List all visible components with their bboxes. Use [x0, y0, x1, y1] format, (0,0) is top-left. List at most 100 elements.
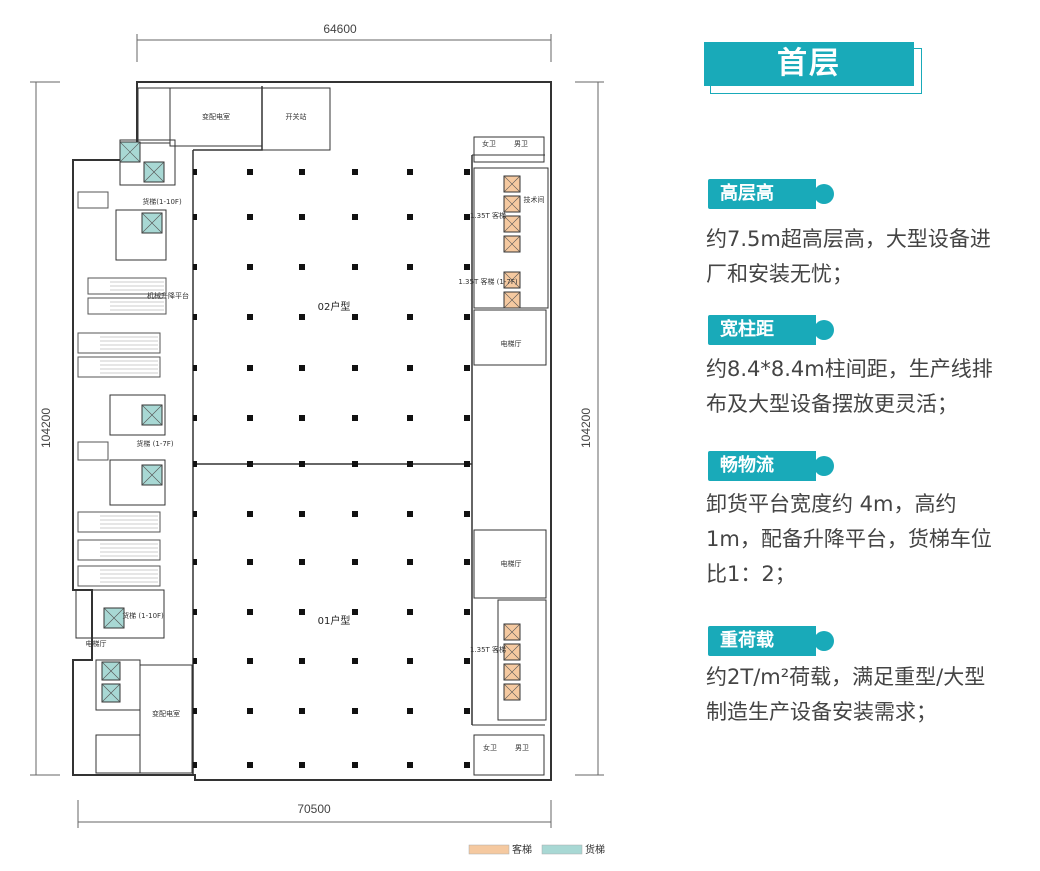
- structural-column: [464, 365, 470, 371]
- structural-column: [193, 708, 197, 714]
- structural-column: [247, 415, 253, 421]
- structural-column: [299, 708, 305, 714]
- structural-column: [464, 461, 470, 467]
- structural-column: [464, 658, 470, 664]
- label-male-wc-top: 男卫: [514, 140, 528, 148]
- tag-tip: [814, 320, 834, 340]
- label-lobby-left: 电梯厅: [86, 639, 107, 648]
- structural-column: [407, 314, 413, 320]
- structural-column: [407, 169, 413, 175]
- feature-desc: 约8.4*8.4m柱间距，生产线排布及大型设备摆放更灵活；: [706, 357, 993, 416]
- structural-column: [193, 169, 197, 175]
- feature-desc: 约7.5m超高层高，大型设备进厂和安装无忧；: [706, 227, 991, 286]
- structural-column: [407, 559, 413, 565]
- structural-column: [299, 762, 305, 768]
- dim-left: 104200: [39, 408, 53, 448]
- structural-column: [193, 415, 197, 421]
- structural-column: [407, 609, 413, 615]
- structural-column: [464, 415, 470, 421]
- structural-column: [247, 559, 253, 565]
- label-lobby-right-lower: 电梯厅: [501, 559, 522, 568]
- label-male-wc-bottom: 男卫: [515, 744, 529, 752]
- structural-column: [352, 169, 358, 175]
- feature-desc: 卸货平台宽度约 4m，高约1m，配备升降平台，货梯车位比1：2；: [706, 492, 992, 586]
- structural-column: [247, 708, 253, 714]
- structural-column: [299, 415, 305, 421]
- label-unit-lower: 01户型: [318, 614, 351, 627]
- structural-column: [352, 264, 358, 270]
- dock-stripes: [100, 281, 164, 583]
- structural-column: [407, 708, 413, 714]
- legend-label-passenger: 客梯: [512, 843, 532, 856]
- structural-column: [352, 511, 358, 517]
- feature-tag: 高层高: [708, 179, 834, 209]
- feature-tag-label: 宽柱距: [708, 315, 816, 345]
- structural-column: [464, 214, 470, 220]
- legend-swatch-passenger: [468, 844, 510, 855]
- structural-column: [407, 264, 413, 270]
- structural-column: [352, 365, 358, 371]
- label-pax-lift-upper-a: 1.35T 客梯: [470, 211, 506, 220]
- structural-column: [247, 214, 253, 220]
- structural-column: [299, 511, 305, 517]
- floor-plan: 64600 70500 104200 104200: [30, 22, 605, 856]
- dimension-lines: [30, 34, 604, 828]
- dim-bottom: 70500: [297, 802, 331, 816]
- label-switch-station: 开关站: [286, 112, 307, 121]
- feature-tag: 宽柱距: [708, 315, 834, 345]
- feature-tag-label: 畅物流: [708, 451, 816, 481]
- structural-column: [299, 658, 305, 664]
- lift-crosses: [101, 141, 521, 703]
- tag-tip: [814, 456, 834, 476]
- panel-title: 首层: [704, 42, 922, 94]
- structural-column: [247, 461, 253, 467]
- structural-column: [352, 658, 358, 664]
- label-pax-lift-lower: 1.35T 客梯: [470, 645, 506, 654]
- feature-tag: 畅物流: [708, 451, 834, 481]
- label-female-wc-top: 女卫: [482, 139, 496, 148]
- structural-column: [407, 511, 413, 517]
- loading-docks: [77, 191, 167, 587]
- legend-swatch-freight: [541, 844, 583, 855]
- structural-column: [193, 762, 197, 768]
- structural-column: [464, 264, 470, 270]
- structural-column: [299, 365, 305, 371]
- structural-column: [407, 461, 413, 467]
- structural-column: [352, 762, 358, 768]
- structural-column: [407, 365, 413, 371]
- structural-column: [247, 169, 253, 175]
- structural-column: [352, 415, 358, 421]
- structural-column: [247, 365, 253, 371]
- structural-column: [464, 609, 470, 615]
- structural-column: [193, 461, 197, 467]
- structural-column: [193, 559, 197, 565]
- structural-column: [464, 559, 470, 565]
- structural-column: [247, 658, 253, 664]
- label-substation-top: 变配电室: [202, 112, 230, 121]
- label-freight-lift-bottom: 货梯 (1-10F): [122, 611, 164, 620]
- structural-column: [352, 214, 358, 220]
- label-tech-room: 技术间: [524, 195, 545, 204]
- structural-column: [193, 658, 197, 664]
- structural-column: [352, 461, 358, 467]
- label-lobby-upper: 电梯厅: [501, 339, 522, 348]
- structural-column: [247, 511, 253, 517]
- label-unit-upper: 02户型: [318, 300, 351, 313]
- structural-column: [193, 511, 197, 517]
- structural-column: [407, 214, 413, 220]
- label-female-wc-bottom: 女卫: [483, 743, 497, 752]
- feature-desc: 约2T/m²荷载，满足重型/大型制造生产设备安装需求；: [706, 665, 986, 724]
- structural-column: [352, 609, 358, 615]
- structural-column: [299, 461, 305, 467]
- structural-column: [299, 169, 305, 175]
- structural-column: [299, 559, 305, 565]
- structural-column: [464, 511, 470, 517]
- structural-column: [352, 559, 358, 565]
- structural-column: [299, 609, 305, 615]
- tag-tip: [814, 631, 834, 651]
- structural-column: [299, 314, 305, 320]
- structural-column: [193, 314, 197, 320]
- passenger-lifts: [503, 175, 521, 701]
- title-text: 首层: [704, 42, 914, 86]
- dim-top: 64600: [323, 22, 357, 36]
